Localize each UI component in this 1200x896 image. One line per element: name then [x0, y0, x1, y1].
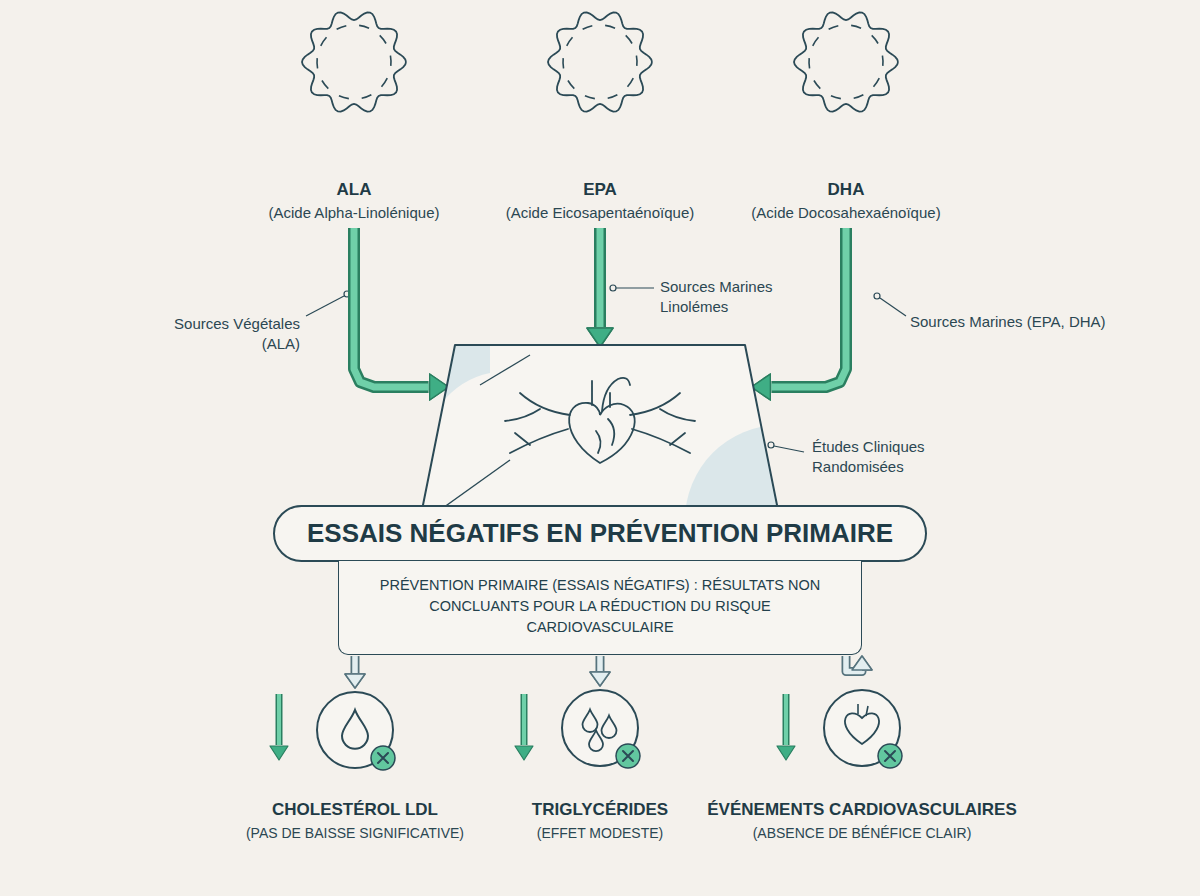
node-heading: ALA	[220, 180, 488, 200]
node-heading: TRIGLYCÉRIDES	[491, 800, 709, 820]
spacer	[466, 10, 734, 180]
node-heading: Études Cliniques Randomisées	[812, 437, 982, 478]
molecule-rings	[302, 12, 898, 111]
node-subtitle: (Acide Docosahexaénoïque)	[712, 204, 980, 221]
trapezoid-outline	[420, 345, 780, 520]
connector-arrow	[771, 228, 846, 387]
node-heading: DHA	[712, 180, 980, 200]
spacer	[220, 10, 488, 180]
connector-arrow	[600, 656, 601, 671]
node-heading: ÉVÉNEMENTS CARDIOVASCULAIRES	[693, 800, 1031, 820]
node-heading: ESSAIS NÉGATIFS EN PRÉVENTION PRIMAIRE	[307, 518, 893, 549]
edge-label: Sources Végétales (ALA)	[140, 314, 300, 355]
connector-arrow	[846, 656, 862, 671]
result-icons	[317, 690, 902, 770]
node-heading: PRÉVENTION PRIMAIRE (ESSAIS NÉGATIFS) : …	[361, 575, 839, 638]
node-heading: EPA	[466, 180, 734, 200]
spacer	[491, 688, 709, 800]
node-subtitle: (Acide Alpha-Linolénique)	[220, 204, 488, 221]
edge-label: Sources Marines Linolémes	[660, 277, 820, 318]
spacer	[712, 10, 980, 180]
molecule-node: ALA (Acide Alpha-Linolénique)	[220, 10, 488, 221]
edge-label: Sources Marines (EPA, DHA)	[910, 312, 1110, 332]
node-subtitle: (EFFET MODESTE)	[491, 825, 709, 841]
connector-arrow	[600, 228, 601, 327]
connector-arrow	[354, 228, 429, 387]
molecule-node: EPA (Acide Eicosapentaénoïque)	[466, 10, 734, 221]
molecule-node: DHA (Acide Docosahexaénoïque)	[712, 10, 980, 221]
decor-arrows	[279, 694, 786, 745]
node-subtitle: (Acide Eicosapentaénoïque)	[466, 204, 734, 221]
result-node: TRIGLYCÉRIDES (EFFET MODESTE)	[491, 688, 709, 841]
study-panel: Études Cliniques Randomisées	[420, 345, 780, 520]
result-node: ÉVÉNEMENTS CARDIOVASCULAIRES (ABSENCE DE …	[693, 688, 1031, 841]
node-subtitle: (PAS DE BAISSE SIGNIFICATIVE)	[211, 825, 499, 841]
result-node: CHOLESTÉROL LDL (PAS DE BAISSE SIGNIFICAT…	[211, 690, 499, 841]
title-banner: ESSAIS NÉGATIFS EN PRÉVENTION PRIMAIRE	[273, 505, 927, 562]
spacer	[693, 688, 1031, 800]
spacer	[211, 690, 499, 800]
connector-arrow	[355, 656, 356, 673]
summary-box: PRÉVENTION PRIMAIRE (ESSAIS NÉGATIFS) : …	[338, 561, 862, 655]
node-subtitle: (ABSENCE DE BÉNÉFICE CLAIR)	[693, 825, 1031, 841]
node-heading: CHOLESTÉROL LDL	[211, 800, 499, 820]
